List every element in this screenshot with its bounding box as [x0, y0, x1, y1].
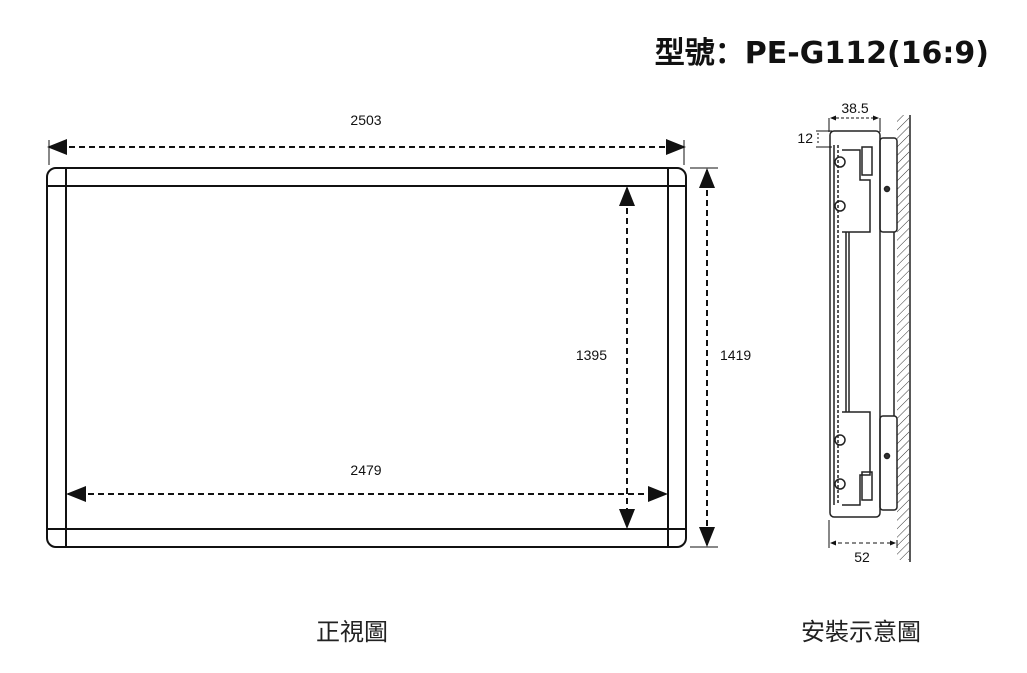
wall-hatch [897, 115, 909, 560]
front-dimensions [47, 139, 718, 548]
dim-inner-width: 2479 [350, 462, 381, 478]
front-view-caption: 正視圖 [316, 618, 388, 646]
side-view [829, 115, 911, 562]
dim-lip: 12 [797, 130, 813, 146]
outer-frame [46, 167, 687, 548]
side-dimensions [816, 115, 898, 548]
dim-frame-depth: 38.5 [841, 100, 868, 116]
model-title: 型號：PE-G112(16:9) [654, 36, 989, 71]
dim-total-depth: 52 [854, 549, 870, 565]
dim-outer-width: 2503 [350, 112, 381, 128]
dim-inner-height: 1395 [576, 347, 607, 363]
dim-outer-height: 1419 [720, 347, 751, 363]
front-view [46, 167, 687, 548]
inner-screen [65, 185, 669, 530]
side-view-caption: 安裝示意圖 [801, 618, 921, 646]
